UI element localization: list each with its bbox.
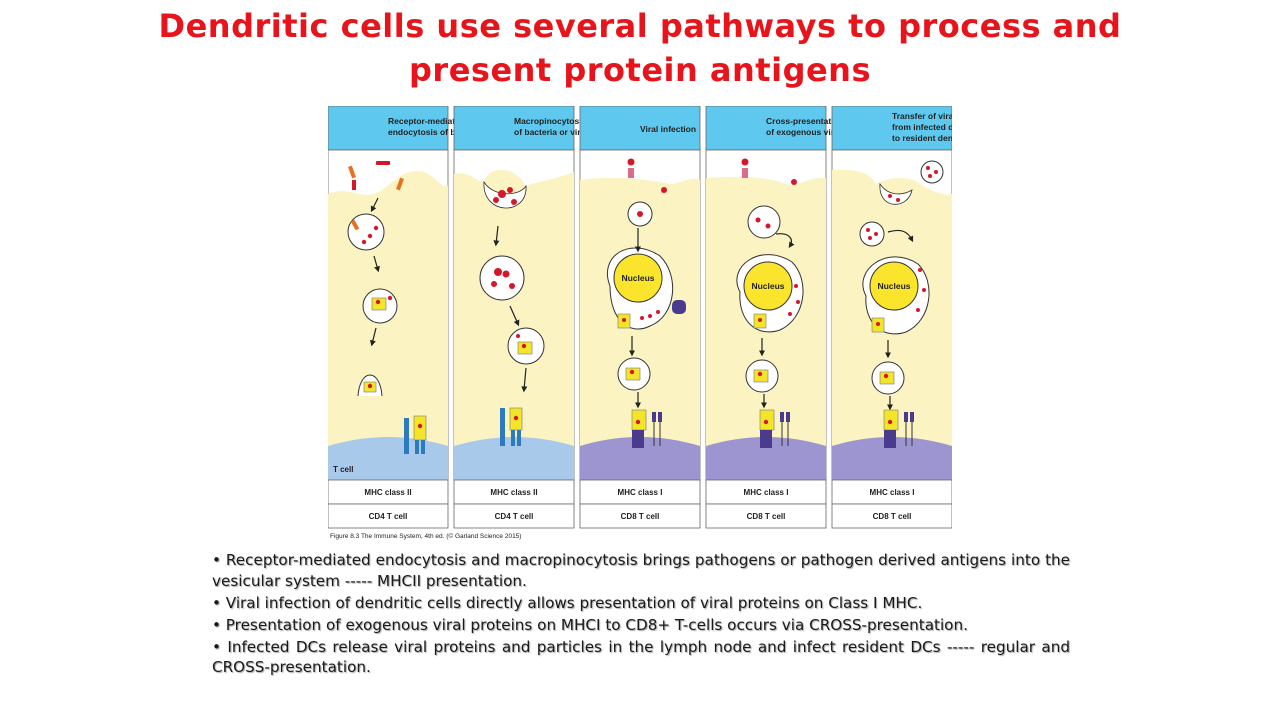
nucleus-label: Nucleus (621, 273, 654, 283)
panel-2-tcell: CD4 T cell (495, 512, 534, 521)
panel-5: Transfer of viral antigens from infected… (831, 106, 952, 529)
slide-title: Dendritic cells use several pathways to … (158, 7, 1122, 89)
bullet-item: • Presentation of exogenous viral protei… (212, 615, 968, 634)
panel-1-mhc: MHC class II (364, 488, 411, 497)
bullet-item: • Infected DCs release viral proteins an… (212, 637, 1070, 677)
panel-4-tcell: CD8 T cell (747, 512, 786, 521)
panel-4-mhc: MHC class I (744, 488, 789, 497)
nucleus-label: Nucleus (751, 281, 784, 291)
panel-3-title: Viral infection (640, 124, 696, 134)
nucleus-label: Nucleus (877, 281, 910, 291)
nucleus (613, 253, 663, 303)
panel-2-title: Macropinocytosis of bacteria or viruses (514, 116, 600, 137)
t-cell-label: T cell (333, 465, 353, 474)
pathway-figure: Receptor-mediated endocytosis of bacteri… (328, 106, 952, 542)
figure-caption: Figure 8.3 The Immune System, 4th ed. (©… (330, 532, 521, 540)
panel-1: Receptor-mediated endocytosis of bacteri… (328, 106, 483, 529)
panel-5-mhc: MHC class I (870, 488, 915, 497)
bullet-list: • Receptor-mediated endocytosis and macr… (212, 550, 1070, 680)
bullet-item: • Receptor-mediated endocytosis and macr… (212, 551, 1070, 590)
panel-1-title: Receptor-mediated endocytosis of bacteri… (388, 116, 483, 137)
panel-1-tcell: CD4 T cell (369, 512, 408, 521)
panel-3: Viral infection Nucleus MHC class I CD8 … (579, 106, 701, 529)
panel-3-mhc: MHC class I (618, 488, 663, 497)
panel-2: Macropinocytosis of bacteria or viruses … (453, 106, 600, 529)
panel-3-tcell: CD8 T cell (621, 512, 660, 521)
panel-2-mhc: MHC class II (490, 488, 537, 497)
panel-header (328, 106, 449, 151)
panel-5-title: Transfer of viral antigens from infected… (892, 111, 952, 143)
panel-5-tcell: CD8 T cell (873, 512, 912, 521)
bullet-item: • Viral infection of dendritic cells dir… (212, 593, 923, 612)
panel-4: Cross-presentation of exogenous viral an… (705, 106, 879, 529)
panel-4-title: Cross-presentation of exogenous viral an… (766, 116, 879, 137)
